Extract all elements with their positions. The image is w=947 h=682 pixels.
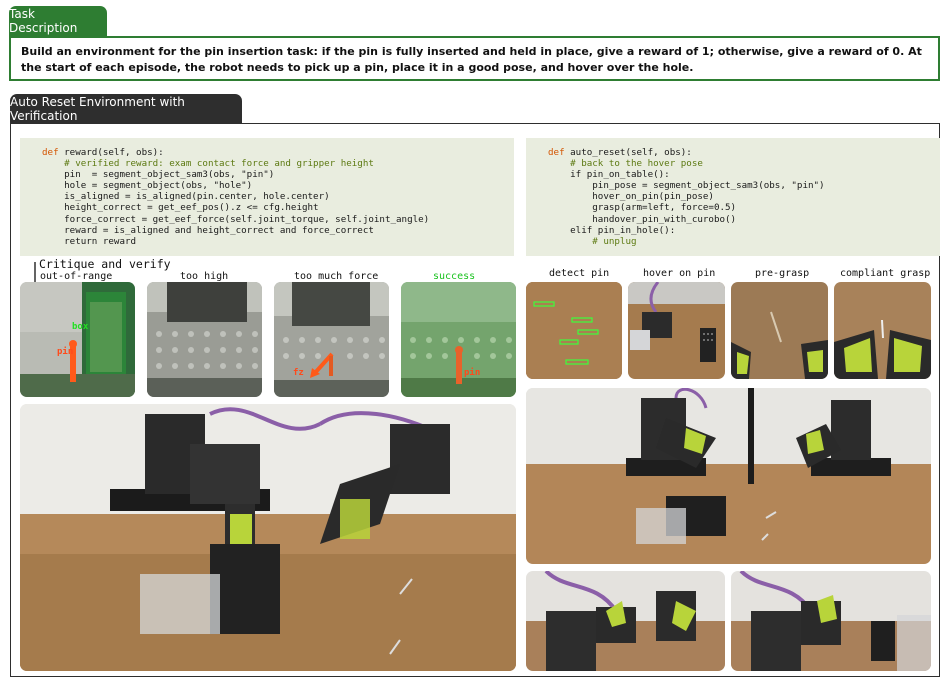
code-comment: # unplug bbox=[548, 235, 637, 247]
label-compliant-grasp: compliant grasp bbox=[840, 268, 931, 279]
code-text: grasp(arm=left, force=0.5) bbox=[548, 202, 737, 214]
reset-photo-handover-1 bbox=[526, 571, 725, 671]
code-line: grasp(arm=left, force=0.5) bbox=[548, 202, 940, 213]
pin-overlay-label: pin bbox=[57, 347, 74, 357]
code-line: force_correct = get_eef_force(self.joint… bbox=[42, 214, 514, 225]
code-line: return reward bbox=[42, 236, 514, 247]
code-text: pin_pose = segment_object_sam3(obs, "pin… bbox=[548, 180, 825, 192]
code-text: height_correct = get_eef_pos().z <= cfg.… bbox=[42, 202, 319, 214]
label-out-of-range: out-of-range bbox=[40, 271, 113, 282]
code-line: reward = is_aligned and height_correct a… bbox=[42, 225, 514, 236]
label-success: success bbox=[433, 271, 476, 282]
critique-photo-too-high bbox=[147, 282, 262, 397]
label-detect-pin: detect pin bbox=[549, 268, 610, 279]
code-text: elif pin_in_hole(): bbox=[548, 224, 676, 236]
reward-code-block: def reward(self, obs): # verified reward… bbox=[20, 138, 514, 256]
robot-insertion-photo bbox=[20, 404, 516, 671]
code-text: is_aligned = is_aligned(pin.center, hole… bbox=[42, 191, 330, 203]
reset-photo-pre-grasp bbox=[731, 282, 828, 379]
code-text: handover_pin_with_curobo() bbox=[548, 213, 737, 225]
code-text: hole = segment_object(obs, "hole") bbox=[42, 180, 253, 192]
code-comment: # back to the hover pose bbox=[548, 158, 703, 170]
code-text: auto_reset(self, obs): bbox=[564, 147, 692, 158]
code-line: if pin_on_table(): bbox=[548, 169, 940, 180]
code-text: hover_on_pin(pin_pose) bbox=[548, 191, 714, 203]
code-line: pin = segment_object_sam3(obs, "pin") bbox=[42, 169, 514, 180]
code-line: height_correct = get_eef_pos().z <= cfg.… bbox=[42, 202, 514, 213]
label-too-high: too high bbox=[180, 271, 229, 282]
code-text: reward(self, obs): bbox=[58, 147, 164, 158]
force-overlay-label: fz bbox=[293, 368, 304, 378]
code-line: is_aligned = is_aligned(pin.center, hole… bbox=[42, 191, 514, 202]
task-description-text: Build an environment for the pin inserti… bbox=[9, 36, 940, 81]
task-description-tab: Task Description bbox=[9, 6, 107, 36]
code-comment: # verified reward: exam contact force an… bbox=[42, 158, 374, 170]
critique-photo-out-of-range: box pin bbox=[20, 282, 135, 397]
reset-photo-handover-2 bbox=[731, 571, 931, 671]
label-pre-grasp: pre-grasp bbox=[755, 268, 810, 279]
code-text: return reward bbox=[42, 235, 137, 247]
critique-photo-success: pin bbox=[401, 282, 516, 397]
auto-reset-tab: Auto Reset Environment with Verification bbox=[10, 94, 242, 123]
code-text: if pin_on_table(): bbox=[548, 169, 670, 181]
critique-photo-too-much-force: fz bbox=[274, 282, 389, 397]
reset-photo-arms-overview bbox=[526, 388, 931, 564]
code-line: pin_pose = segment_object_sam3(obs, "pin… bbox=[548, 180, 940, 191]
code-line: # verified reward: exam contact force an… bbox=[42, 158, 514, 169]
code-keyword: def bbox=[548, 147, 565, 158]
label-hover-on-pin: hover on pin bbox=[643, 268, 716, 279]
auto-reset-code-block: def auto_reset(self, obs): # back to the… bbox=[526, 138, 940, 256]
auto-reset-panel bbox=[10, 123, 940, 677]
reset-photo-compliant-grasp bbox=[834, 282, 931, 379]
code-text: reward = is_aligned and height_correct a… bbox=[42, 224, 374, 236]
critique-heading: Critique and verify bbox=[39, 257, 171, 271]
label-too-much-force: too much force bbox=[294, 271, 379, 282]
success-pin-overlay-label: pin bbox=[464, 368, 481, 378]
code-line: # unplug bbox=[548, 236, 940, 247]
reset-photo-detect-pin bbox=[526, 282, 622, 379]
code-line: # back to the hover pose bbox=[548, 158, 940, 169]
code-keyword: def bbox=[42, 147, 59, 158]
code-text: pin = segment_object_sam3(obs, "pin") bbox=[42, 169, 275, 181]
code-line: handover_pin_with_curobo() bbox=[548, 214, 940, 225]
code-text: force_correct = get_eef_force(self.joint… bbox=[42, 213, 430, 225]
code-line: def auto_reset(self, obs): bbox=[548, 147, 940, 158]
code-line: hover_on_pin(pin_pose) bbox=[548, 191, 940, 202]
code-line: elif pin_in_hole(): bbox=[548, 225, 940, 236]
code-line: hole = segment_object(obs, "hole") bbox=[42, 180, 514, 191]
code-line: def reward(self, obs): bbox=[42, 147, 514, 158]
reset-photo-hover-on-pin bbox=[628, 282, 725, 379]
box-overlay-label: box bbox=[72, 322, 89, 332]
